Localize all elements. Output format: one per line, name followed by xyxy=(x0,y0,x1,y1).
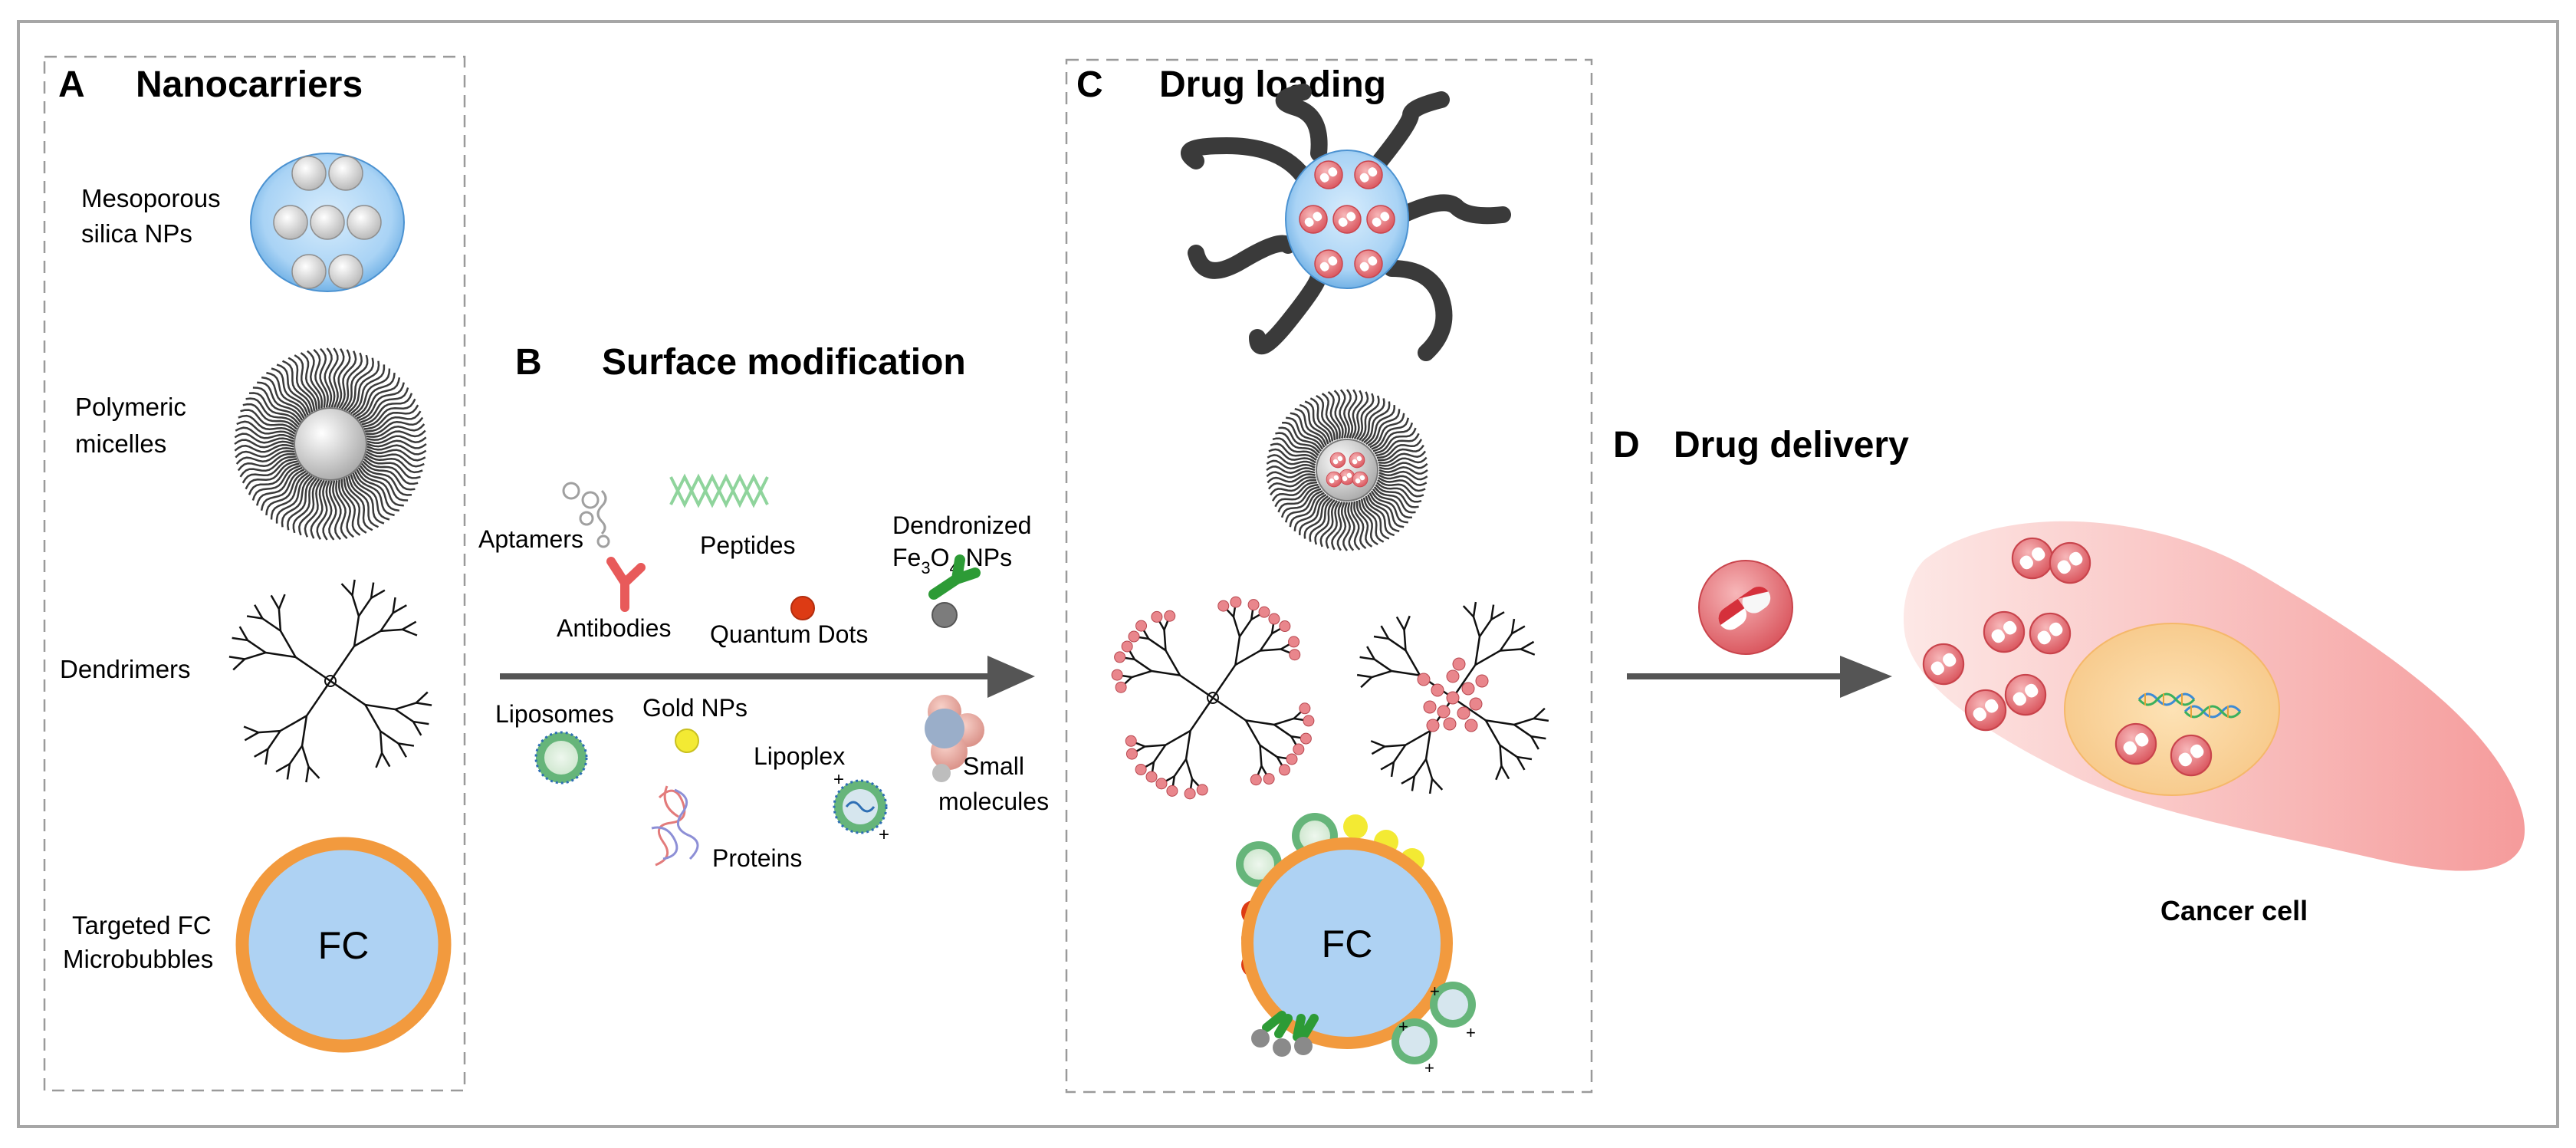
drug-capsule-icon xyxy=(1698,560,1793,655)
aptamer-icon xyxy=(562,482,610,548)
label-mesoporous: Mesoporous xyxy=(81,184,221,212)
svg-text:+: + xyxy=(1430,982,1440,1001)
label-antibodies: Antibodies xyxy=(557,614,671,642)
label-quantum-dots: Quantum Dots xyxy=(710,620,868,648)
svg-text:+: + xyxy=(1424,1058,1434,1077)
gold-nanoparticle-icon xyxy=(675,729,699,753)
peptide-icon xyxy=(669,473,769,508)
label-proteins: Proteins xyxy=(712,844,802,872)
dendrimer-drug-encapsulated-icon xyxy=(1356,601,1549,794)
panel-c-box xyxy=(1065,58,1593,1094)
svg-text:+: + xyxy=(833,769,844,790)
panel-b-letter: B xyxy=(515,342,542,383)
label-small: Small xyxy=(963,752,1024,780)
label-silica-nps: silica NPs xyxy=(81,219,192,248)
figure-frame xyxy=(17,20,2559,1128)
cancer-cell-icon xyxy=(1903,521,2525,871)
panel-b-title: Surface modification xyxy=(602,342,966,383)
fc-microbubble-label: FC xyxy=(318,924,370,967)
dendronized-fe3o4-nanoparticle-icon xyxy=(928,554,981,628)
panel-a-letter: A xyxy=(58,64,85,105)
polymeric-micelle-icon xyxy=(234,347,427,541)
dendrimer-icon xyxy=(228,579,432,783)
label-microbubbles: Microbubbles xyxy=(63,945,213,973)
loaded-mesoporous-silica-icon xyxy=(1180,84,1511,361)
panel-c-title: Drug loading xyxy=(1159,64,1386,105)
panel-a-box xyxy=(43,55,466,1092)
svg-text:+: + xyxy=(879,824,889,845)
label-micelles: micelles xyxy=(75,429,166,458)
liposome-icon xyxy=(534,731,588,785)
fc-microbubble-icon: FC xyxy=(235,837,452,1053)
fc-loaded-label: FC xyxy=(1322,923,1373,965)
antibody-icon xyxy=(606,557,646,612)
drug-delivery-arrow xyxy=(1627,656,1892,698)
label-molecules: molecules xyxy=(938,788,1049,815)
mesoporous-silica-nanoparticle-icon xyxy=(250,153,405,292)
label-cancer-cell: Cancer cell xyxy=(2160,895,2308,926)
dendrimer-drug-conjugate-icon xyxy=(1111,596,1315,800)
label-dendrimers: Dendrimers xyxy=(60,655,191,683)
panel-d-letter: D xyxy=(1613,425,1640,465)
label-lipoplex: Lipoplex xyxy=(754,742,845,770)
quantum-dot-icon xyxy=(790,596,815,620)
label-targeted-fc: Targeted FC xyxy=(72,911,212,939)
protein-icon xyxy=(651,785,699,867)
surface-modification-arrow xyxy=(500,656,1035,698)
label-gold-nps: Gold NPs xyxy=(642,694,748,722)
loaded-polymeric-micelle-icon xyxy=(1266,389,1428,551)
nucleus xyxy=(2064,623,2280,796)
panel-c-letter: C xyxy=(1076,64,1103,105)
label-dendronized: Dendronized xyxy=(892,512,1031,539)
panel-a-title: Nanocarriers xyxy=(136,64,363,105)
small-molecule-icon xyxy=(925,695,984,782)
label-liposomes: Liposomes xyxy=(495,700,614,728)
dna-icon xyxy=(2137,692,2242,719)
label-polymeric: Polymeric xyxy=(75,393,186,421)
label-aptamers: Aptamers xyxy=(478,525,583,553)
svg-text:+: + xyxy=(1466,1023,1476,1042)
label-fe3o4-nps: Fe3O4 NPs xyxy=(892,544,1012,577)
functionalized-fc-microbubble-icon: FC + + + + xyxy=(1236,813,1476,1077)
panel-d-title: Drug delivery xyxy=(1674,425,1909,465)
label-peptides: Peptides xyxy=(700,531,796,559)
lipoplex-icon: + + xyxy=(833,769,889,845)
svg-text:+: + xyxy=(1398,1017,1408,1036)
